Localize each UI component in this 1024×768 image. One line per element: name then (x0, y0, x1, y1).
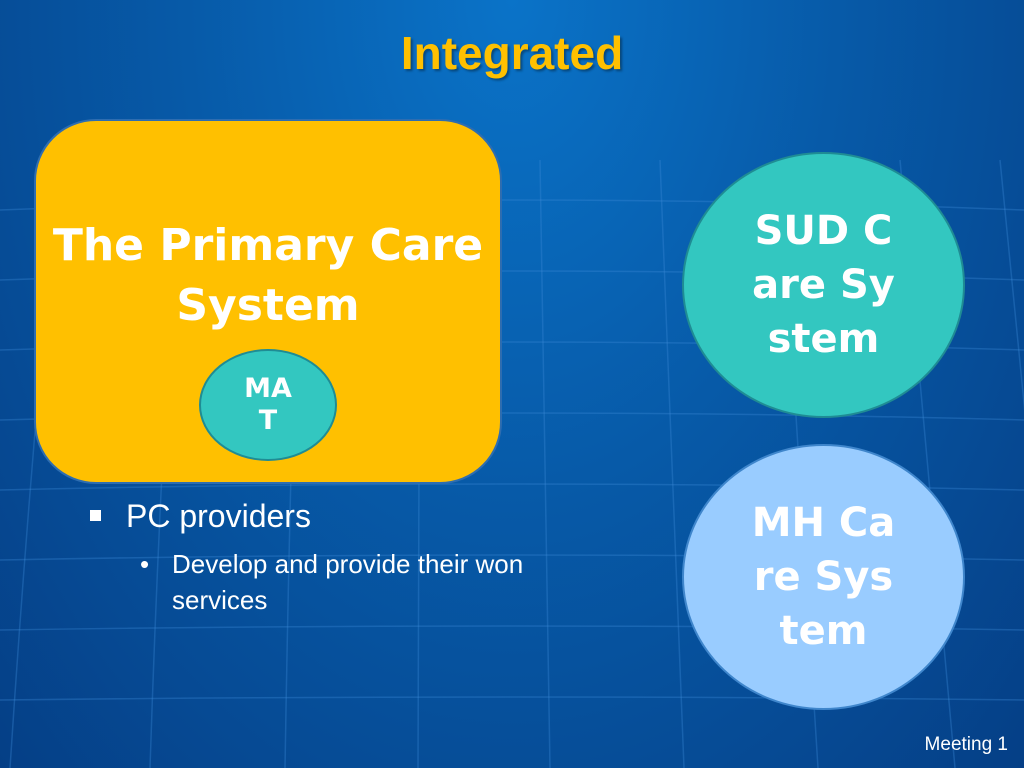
sud-care-circle: SUD Care System (682, 152, 965, 418)
primary-care-label: The Primary Care System (52, 220, 484, 331)
bullet-list: PC providers • Develop and provide their… (88, 496, 618, 618)
mh-care-label: MH Care System (751, 500, 896, 654)
bullet-item-level1: PC providers (88, 496, 618, 536)
mat-circle: MAT (199, 349, 337, 461)
mat-label: MAT (244, 373, 292, 436)
square-bullet-icon (90, 510, 101, 521)
bullet-text-level1: PC providers (126, 498, 311, 534)
dot-bullet-icon: • (140, 549, 150, 579)
bullet-item-level2: • Develop and provide their won services (138, 546, 618, 618)
slide-footer: Meeting 1 (924, 734, 1008, 755)
mh-care-circle: MH Care System (682, 444, 965, 710)
bullet-text-level2: Develop and provide their won services (172, 549, 524, 615)
sud-care-label: SUD Care System (752, 208, 895, 362)
slide-title: Integrated (400, 27, 624, 79)
